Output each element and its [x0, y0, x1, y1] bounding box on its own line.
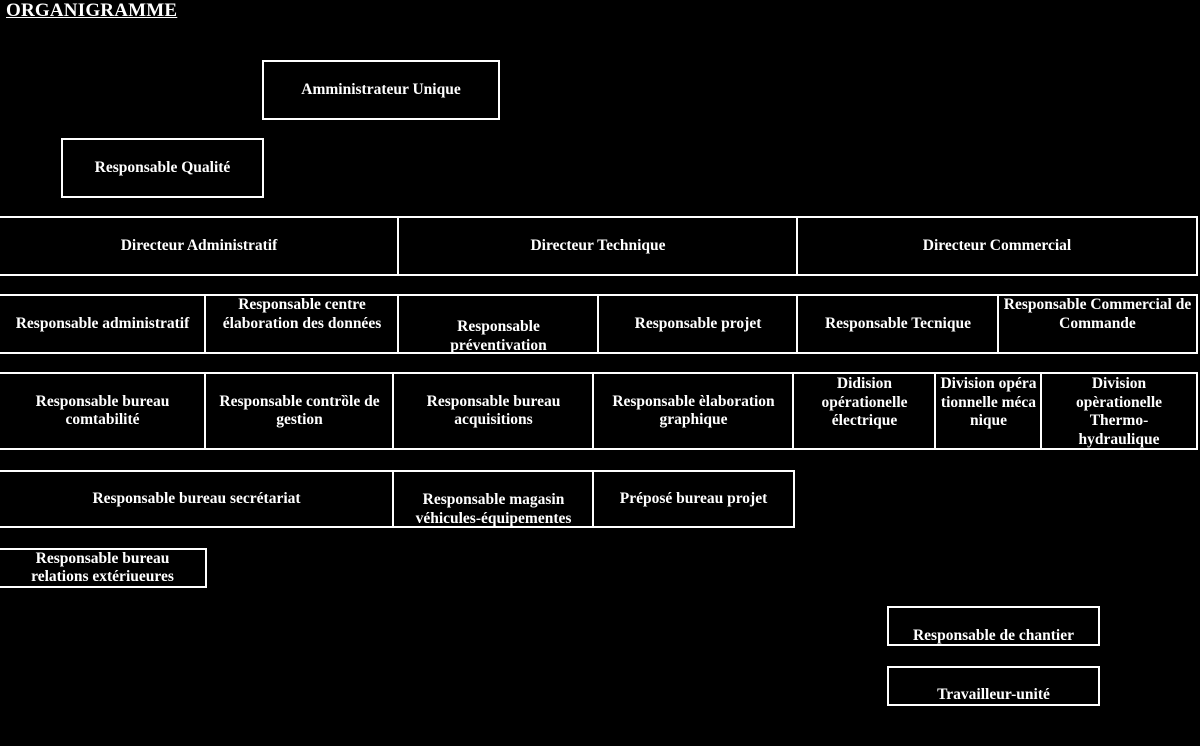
box-responsable-centre: Responsable centre élaboration des donné… [204, 294, 400, 354]
box-responsable-tecnique: Responsable Tecnique [796, 294, 1000, 354]
box-label: Directeur Administratif [120, 236, 278, 254]
box-responsable-magasin: Responsable magasin véhicules-équipement… [392, 470, 595, 528]
box-responsable-comptabilite: Responsable bureau comtabilité [0, 372, 207, 450]
box-label: Responsable bureau secrétariat [92, 489, 301, 507]
box-label: Responsable Commercial de Commande [1003, 296, 1192, 332]
box-division-electrique: Didision opérationelle électrique [792, 372, 937, 450]
box-label: Responsable centre élaboration des donné… [222, 296, 382, 332]
box-responsable-controle: Responsable contrȍle de gestion [204, 372, 395, 450]
box-prepose-projet: Préposé bureau projet [592, 470, 795, 528]
box-responsable-projet: Responsable projet [597, 294, 799, 354]
box-responsable-qualite: Responsable Qualité [61, 138, 264, 198]
box-label: Responsable projet [634, 314, 762, 332]
box-label: Division opérationnelle mécanique [940, 375, 1037, 429]
box-label: Directeur Technique [530, 236, 666, 254]
box-directeur-technique: Directeur Technique [397, 216, 799, 276]
box-label: Travailleur-unité [937, 685, 1050, 703]
box-label: Directeur Commercial [922, 236, 1072, 254]
box-responsable-elaboration: Responsable èlaboration graphique [592, 372, 795, 450]
box-label: Responsable administratif [15, 314, 190, 332]
box-label: Responsable bureau comtabilité [35, 392, 170, 429]
box-responsable-secretariat: Responsable bureau secrétariat [0, 470, 395, 528]
box-label: Responsable magasin véhicules-équipement… [415, 491, 572, 527]
box-label: Responsable èlaboration graphique [612, 392, 775, 429]
box-label: Didision opérationelle électrique [821, 375, 908, 429]
box-label: Amministrateur Unique [301, 80, 461, 98]
box-directeur-commercial: Directeur Commercial [796, 216, 1198, 276]
box-directeur-administratif: Directeur Administratif [0, 216, 400, 276]
box-label: Responsable contrȍle de gestion [219, 392, 380, 429]
box-administrateur-unique: Amministrateur Unique [262, 60, 500, 120]
box-division-thermo: Division opèrationelle Thermo-hydrauliqu… [1040, 372, 1198, 450]
box-responsable-acquisitions: Responsable bureau acquisitions [392, 372, 595, 450]
box-label: Responsable bureau acquisitions [426, 392, 561, 429]
box-label: Division opèrationelle Thermo-hydrauliqu… [1075, 375, 1163, 448]
box-label: Responsable de chantier [912, 626, 1075, 644]
box-travailleur-unite: Travailleur-unité [887, 666, 1100, 706]
box-responsable-administratif: Responsable administratif [0, 294, 207, 354]
box-label: Préposé bureau projet [619, 489, 768, 507]
box-label: Responsable bureau relations extériueure… [31, 549, 174, 586]
box-label: Responsable Qualité [94, 158, 231, 176]
box-division-mecanique: Division opérationnelle mécanique [934, 372, 1043, 450]
box-label: Responsable préventivation [450, 318, 547, 354]
box-responsable-commercial: Responsable Commercial de Commande [997, 294, 1198, 354]
page-title: ORGANIGRAMME [6, 0, 178, 21]
box-responsable-preventivation: Responsable préventivation [397, 294, 600, 354]
box-responsable-relations: Responsable bureau relations extériueure… [0, 548, 207, 588]
box-label: Responsable Tecnique [824, 314, 971, 332]
box-responsable-chantier: Responsable de chantier [887, 606, 1100, 646]
